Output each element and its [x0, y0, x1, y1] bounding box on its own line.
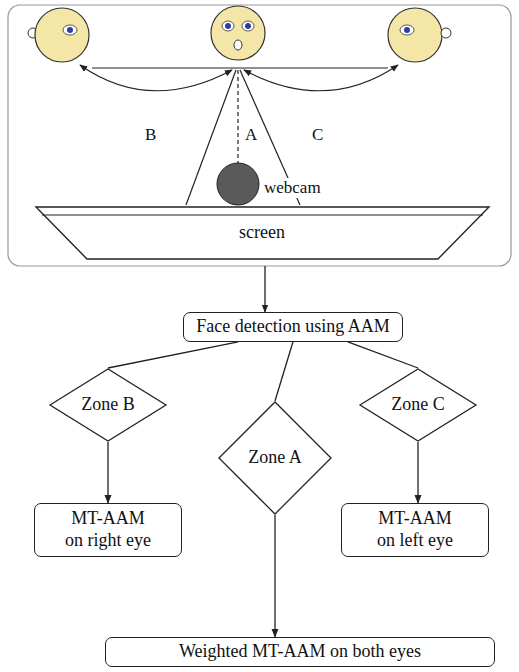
decision-diamond: Zone A — [218, 401, 332, 515]
diamond-outline — [50, 369, 166, 441]
screen-rim — [42, 214, 483, 215]
diamond-outline — [360, 369, 476, 441]
node-text: Zone A — [248, 447, 302, 469]
branch-line — [348, 342, 418, 368]
zone-letter: C — [310, 125, 325, 145]
node-text: Zone B — [81, 394, 135, 416]
node-text: MT-AAM on right eye — [63, 508, 153, 551]
process-box: MT-AAM on left eye — [341, 503, 489, 556]
screen-shape: screen — [35, 206, 490, 260]
right-head — [388, 8, 451, 62]
setup-panel — [8, 5, 511, 266]
zone-letter: B — [143, 125, 158, 145]
webcam-symbol — [217, 163, 259, 205]
branch-line — [275, 342, 293, 401]
flow-arrow — [107, 442, 108, 503]
node-text: MT-AAM on left eye — [370, 508, 460, 551]
head-baseline — [92, 67, 388, 68]
zone-letter: A — [243, 125, 259, 145]
view-axis — [237, 70, 238, 163]
center-head — [211, 6, 265, 60]
left-head — [28, 8, 89, 62]
flow-arrow — [264, 266, 265, 312]
process-box: MT-AAM on right eye — [34, 503, 182, 556]
rotation-arc — [244, 65, 398, 91]
decision-diamond: Zone B — [49, 368, 167, 442]
node-text: screen — [239, 222, 285, 244]
node-text: Face detection using AAM — [196, 316, 389, 338]
device-label: webcam — [262, 178, 323, 198]
rotation-arc — [80, 65, 232, 91]
branch-line — [108, 342, 238, 368]
screen-outline — [36, 207, 489, 259]
decision-diamond: Zone C — [359, 368, 477, 442]
process-box: Weighted MT-AAM on both eyes — [105, 637, 495, 667]
process-box: Face detection using AAM — [183, 312, 402, 342]
node-text: Weighted MT-AAM on both eyes — [179, 641, 421, 663]
node-text: Zone C — [391, 394, 445, 416]
flow-arrow — [417, 442, 418, 503]
diamond-outline — [219, 402, 331, 514]
flow-arrow — [274, 515, 275, 637]
